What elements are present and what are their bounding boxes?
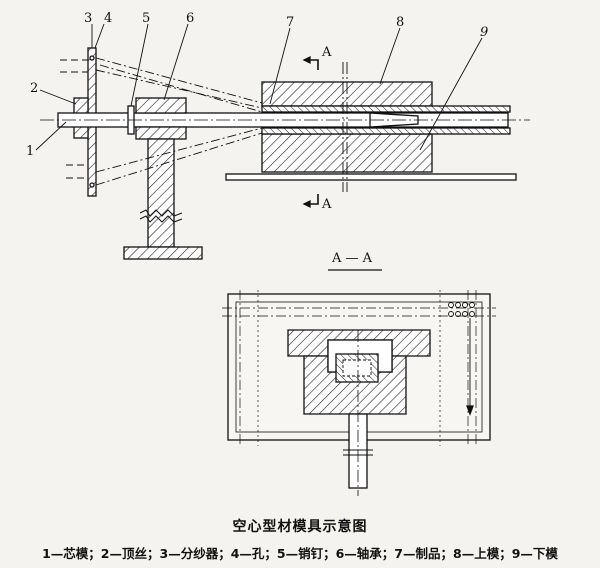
label-5: 5 bbox=[142, 11, 150, 26]
label-6: 6 bbox=[186, 11, 194, 26]
section-marker-bottom: A bbox=[321, 197, 332, 212]
figure-legend: 1—芯模；2—顶丝；3—分纱器；4—孔；5—销钉；6—轴承；7—制品；8—上模；… bbox=[42, 546, 558, 561]
side-view bbox=[35, 23, 530, 260]
section-view bbox=[222, 290, 496, 496]
section-marker-top: A bbox=[321, 45, 332, 60]
label-9: 9 bbox=[480, 25, 488, 40]
product-lower-wall bbox=[261, 127, 511, 135]
bearing-stem bbox=[147, 138, 175, 248]
mold-diagram: 3 4 5 6 2 1 7 8 9 A A A — A bbox=[26, 11, 530, 496]
section-view-title: A — A bbox=[331, 251, 373, 266]
product-hollow bbox=[342, 359, 372, 377]
label-8: 8 bbox=[396, 15, 404, 30]
label-2: 2 bbox=[30, 81, 38, 96]
label-7: 7 bbox=[286, 15, 294, 30]
figure-title: 空心型材模具示意图 bbox=[232, 519, 368, 535]
label-3: 3 bbox=[84, 11, 92, 26]
bearing-top bbox=[135, 97, 187, 114]
bearing-base bbox=[123, 246, 203, 260]
label-4: 4 bbox=[104, 11, 112, 26]
divider-hole-top bbox=[89, 55, 95, 61]
divider-hole-bottom bbox=[89, 182, 95, 188]
bearing-lower bbox=[135, 126, 187, 140]
product-upper-wall bbox=[261, 105, 511, 113]
base-rail bbox=[225, 173, 517, 181]
label-1: 1 bbox=[26, 144, 34, 159]
